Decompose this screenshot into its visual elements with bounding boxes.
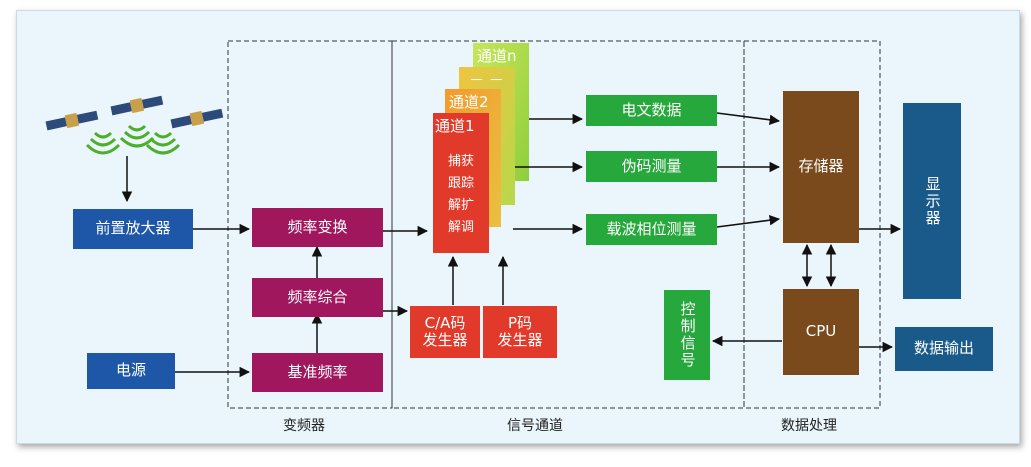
arrows	[121, 112, 902, 378]
signal-channel-group-label: 信号通道	[507, 418, 563, 434]
function-track: 跟踪	[447, 176, 474, 191]
pseudo-range-label: 伪码测量	[621, 156, 682, 175]
arrow-carrier-storage	[716, 215, 781, 228]
freq-synth-box: 频率综合	[252, 278, 383, 317]
function-demod: 解调	[447, 220, 474, 235]
signal-channel-frame	[391, 40, 745, 409]
carrier-phase-box: 载波相位测量	[586, 214, 717, 245]
connectors-layer	[45, 40, 902, 409]
ca-gen-line2: 发生器	[422, 331, 468, 349]
cpu-box: CPU	[783, 289, 859, 375]
channel-n-label: 通道n	[477, 47, 517, 65]
power-label: 电源	[115, 361, 146, 380]
control-signal-label: 控制信号	[678, 301, 697, 369]
freq-converter-frame	[227, 40, 393, 409]
function-capture: 捕获	[447, 154, 474, 169]
channel-2-label: 通道2	[449, 93, 489, 111]
data-output-label: 数据输出	[913, 339, 974, 358]
data-processing-group-label: 数据处理	[781, 418, 837, 434]
p-gen-line2: 发生器	[497, 331, 543, 349]
data-processing-frame	[743, 40, 881, 409]
preamp-label: 前置放大器	[95, 219, 171, 238]
carrier-phase-label: 载波相位测量	[606, 219, 697, 238]
signal-wave-icon	[85, 124, 181, 155]
group-frames	[227, 40, 881, 409]
ref-freq-box: 基准频率	[252, 353, 383, 392]
power-box: 电源	[87, 353, 175, 389]
satellite-icon	[45, 95, 224, 131]
channel-1-functions: 捕获 跟踪 解扩 解调	[433, 151, 489, 239]
channel-dots-label: － －	[469, 71, 504, 89]
preamp-box: 前置放大器	[73, 209, 193, 249]
freq-convert-label: 频率变换	[287, 217, 348, 236]
p-gen-line1: P码	[507, 313, 533, 332]
channel-stack	[433, 43, 529, 253]
data-output-box: 数据输出	[895, 327, 993, 371]
pseudo-range-box: 伪码测量	[586, 151, 717, 182]
diagram-canvas: 前置放大器 电源 频率变换 频率综合 基准频率 通道n － － 通道2 通道1 …	[16, 10, 1020, 444]
display-box: 显示器	[903, 103, 961, 299]
ca-code-generator-box: C/A码 发生器	[410, 306, 480, 358]
nav-data-label: 电文数据	[621, 100, 682, 119]
channel-1-label: 通道1	[435, 117, 475, 135]
function-despread: 解扩	[447, 198, 474, 213]
control-signal-box: 控制信号	[664, 290, 710, 380]
storage-label: 存储器	[798, 157, 844, 176]
arrow-nav-storage	[716, 112, 781, 125]
freq-convert-box: 频率变换	[252, 208, 383, 247]
ca-gen-line1: C/A码	[424, 313, 466, 332]
storage-box: 存储器	[783, 91, 859, 243]
p-code-generator-box: P码 发生器	[483, 306, 557, 358]
freq-synth-label: 频率综合	[287, 287, 348, 306]
channel-1-card	[433, 113, 489, 253]
cpu-label: CPU	[805, 322, 837, 341]
ref-freq-label: 基准频率	[287, 362, 348, 381]
display-label: 显示器	[923, 175, 942, 227]
freq-converter-group-label: 变频器	[283, 418, 325, 434]
nav-data-box: 电文数据	[586, 95, 717, 126]
